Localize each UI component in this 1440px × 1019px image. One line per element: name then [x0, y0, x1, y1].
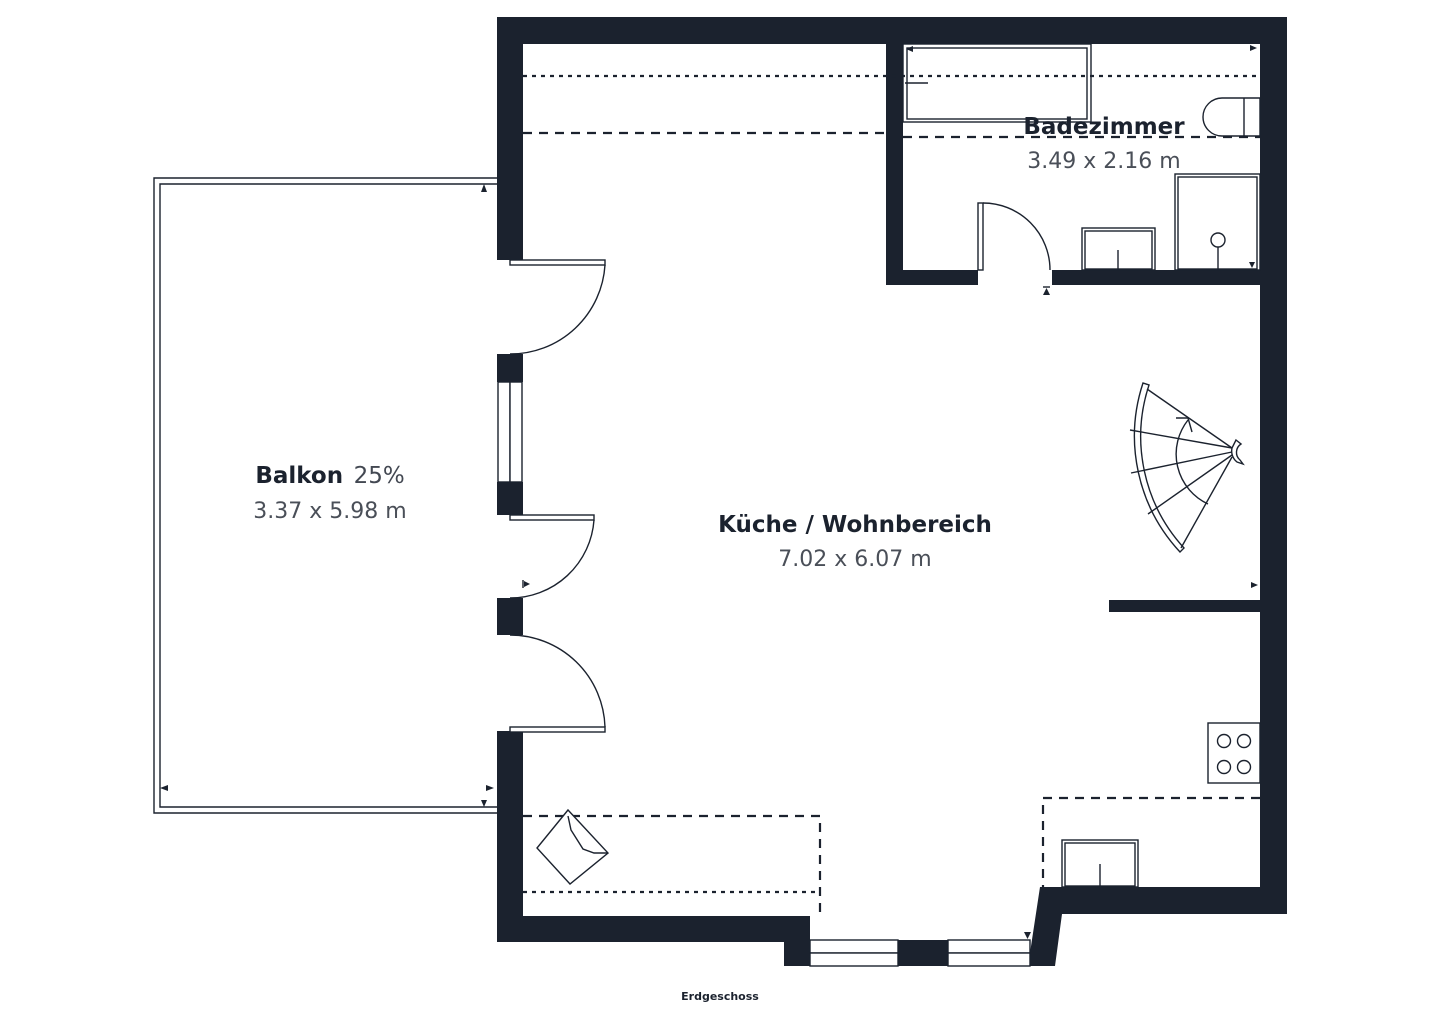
- balcony-door-lower: [509, 514, 595, 599]
- room-extra: 25%: [354, 463, 405, 489]
- room-name: Balkon: [255, 463, 343, 489]
- bathroom-door: [977, 202, 1051, 295]
- kitchen-counter-outline: [1041, 796, 1260, 887]
- marker-right-wall: [1251, 582, 1258, 588]
- bench-outline: [523, 814, 822, 916]
- balcony-door-upper: [509, 259, 606, 355]
- washbasin: [1081, 227, 1156, 271]
- armchair: [536, 808, 610, 885]
- floor-label: Erdgeschoss: [681, 990, 759, 1003]
- window-south-right: [947, 932, 1031, 967]
- balcony-railing: [153, 177, 497, 814]
- bathtub: [902, 43, 1092, 123]
- balcony-markers: [160, 184, 494, 807]
- room-dimensions: 3.37 x 5.98 m: [253, 499, 406, 524]
- balcony-door-bottom: [509, 634, 606, 733]
- toilet: [1202, 97, 1261, 137]
- room-label-bad: Badezimmer 3.49 x 2.16 m: [1023, 114, 1185, 174]
- svg-text:Balkon 25%: Balkon 25%: [255, 463, 404, 489]
- bathroom-dotted-lines: [523, 45, 1260, 139]
- room-name: Badezimmer: [1023, 114, 1185, 140]
- window-west: [497, 381, 523, 483]
- room-name: Küche / Wohnbereich: [718, 512, 992, 538]
- spiral-staircase: [1129, 382, 1245, 554]
- kitchen-sink: [1061, 839, 1139, 888]
- walls: [497, 17, 1287, 966]
- window-south-left: [809, 939, 899, 967]
- room-dimensions: 3.49 x 2.16 m: [1027, 149, 1180, 174]
- cooktop: [1207, 722, 1261, 784]
- room-label-balkon: Balkon 25% 3.37 x 5.98 m: [253, 463, 406, 524]
- room-label-kueche: Küche / Wohnbereich 7.02 x 6.07 m: [718, 512, 992, 572]
- shower: [1174, 173, 1261, 271]
- room-dimensions: 7.02 x 6.07 m: [778, 547, 931, 572]
